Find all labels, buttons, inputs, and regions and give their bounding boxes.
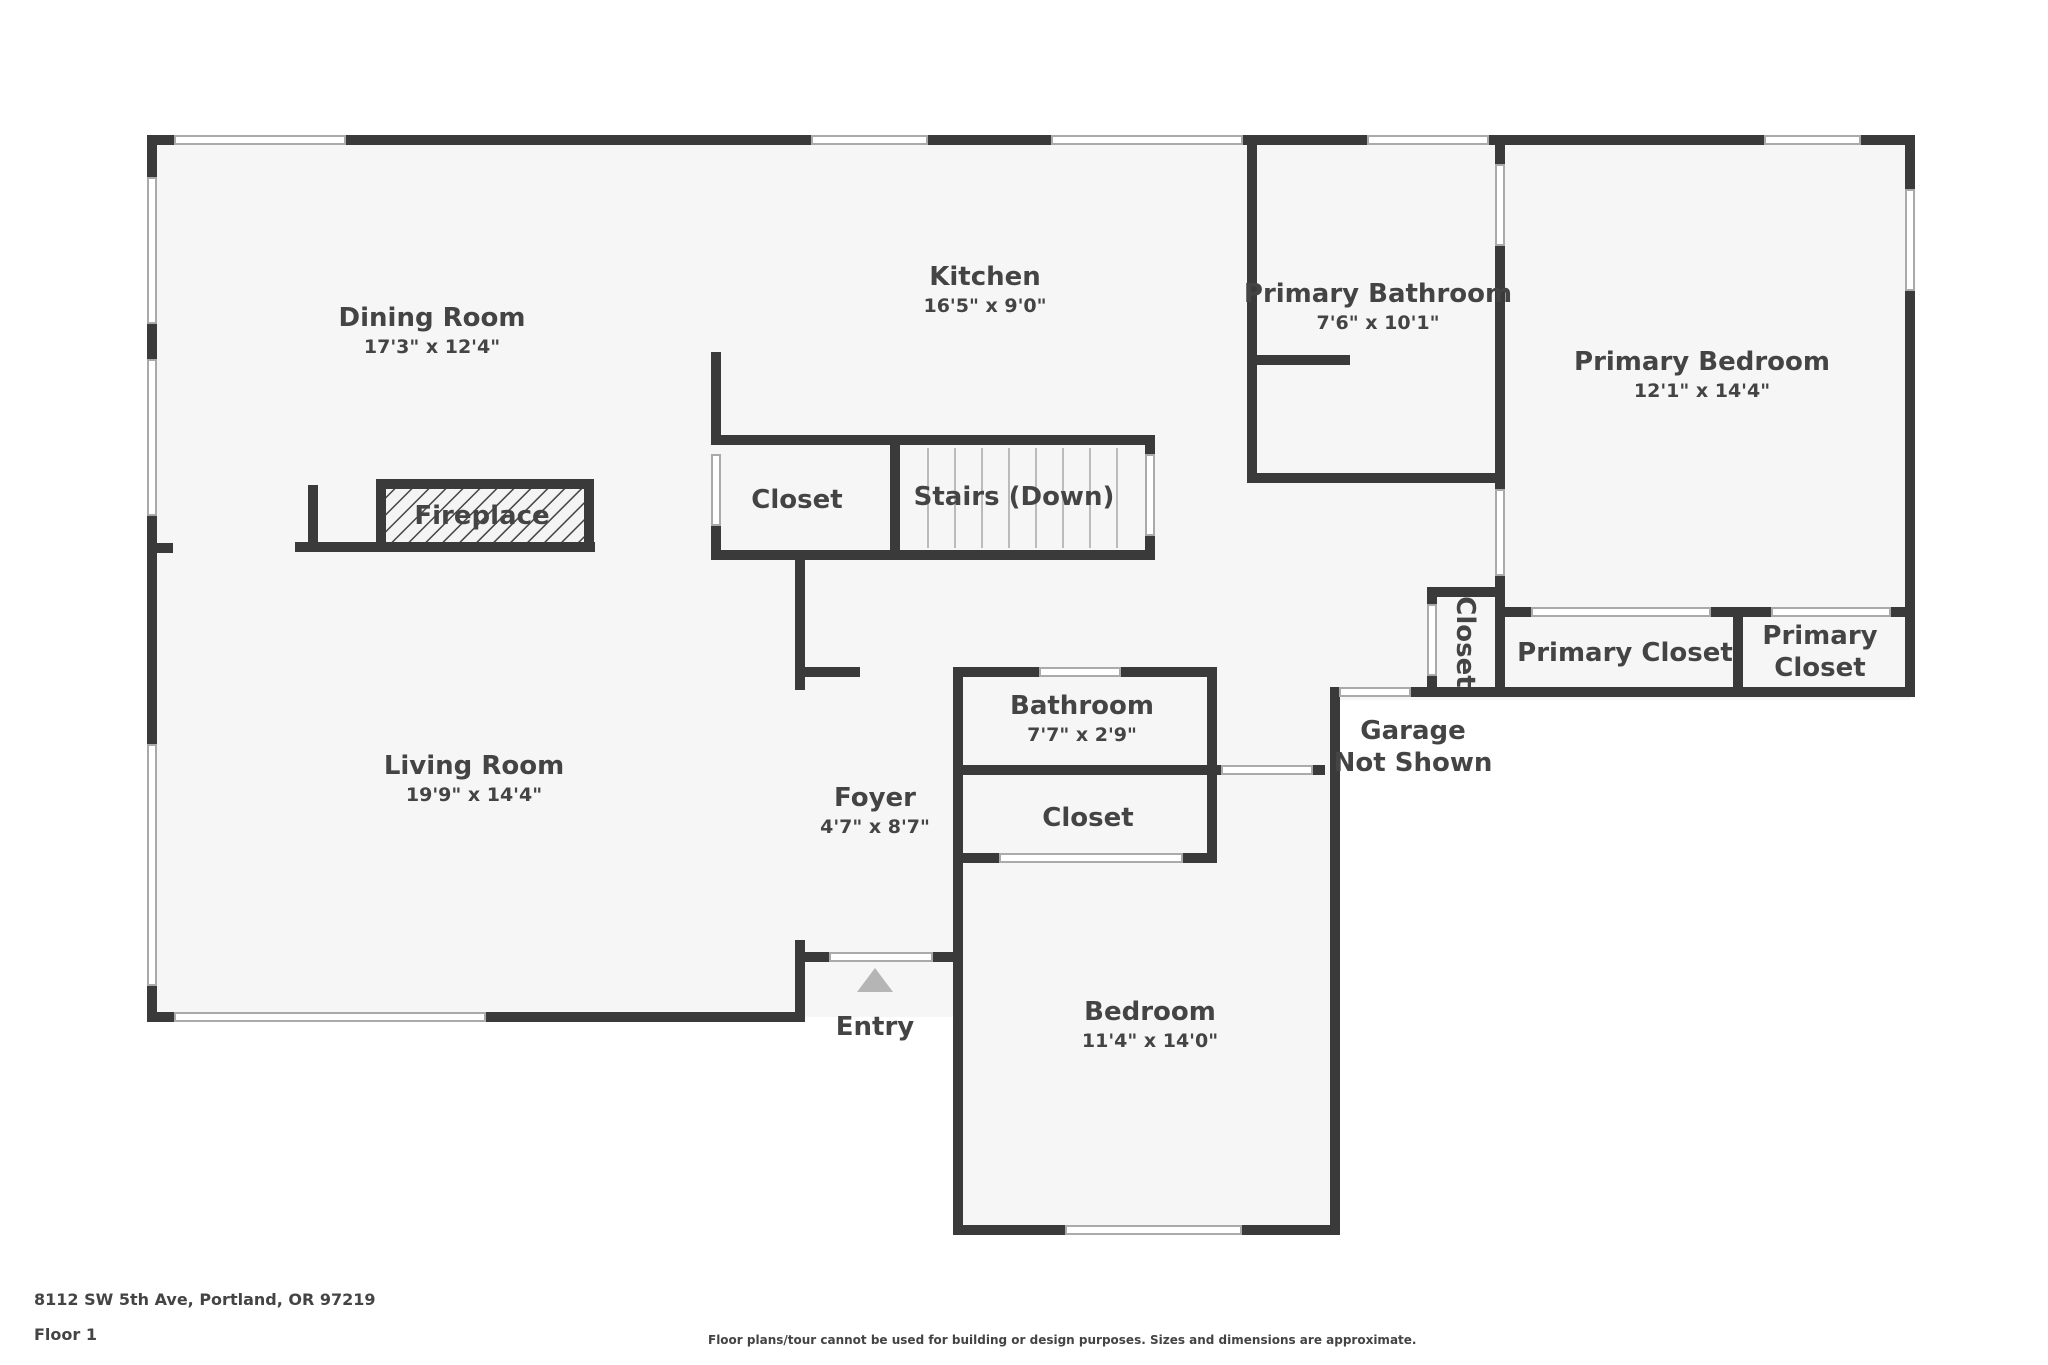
primary-bedroom-dim: 12'1" x 14'4"	[1634, 380, 1770, 402]
primary-closet-2-line1: Primary	[1762, 621, 1877, 651]
bathroom-dim: 7'7" x 2'9"	[1027, 724, 1137, 746]
entry-label: Entry	[836, 1012, 915, 1042]
kitchen-dim: 16'5" x 9'0"	[923, 295, 1046, 317]
dining-room-dim: 17'3" x 12'4"	[364, 336, 500, 358]
primary-bedroom-name: Primary Bedroom	[1574, 347, 1830, 377]
bathroom-name: Bathroom	[1010, 691, 1154, 721]
bedroom-name: Bedroom	[1084, 997, 1216, 1027]
primary-bathroom-dim: 7'6" x 10'1"	[1316, 312, 1439, 334]
stairs-label: Stairs (Down)	[914, 482, 1115, 512]
windows	[147, 135, 1915, 1235]
bedroom-dim: 11'4" x 14'0"	[1082, 1030, 1218, 1052]
primary-closet-2-line2: Closet	[1774, 653, 1865, 683]
kitchen-name: Kitchen	[929, 262, 1041, 292]
entry-arrow-icon	[857, 968, 893, 992]
floor-fill-2	[958, 672, 1334, 1228]
primary-closet-label: Primary Closet	[1517, 638, 1733, 668]
exterior-cutouts	[800, 700, 2048, 1365]
stairs	[927, 448, 1118, 548]
stairs-closet-label: Closet	[751, 485, 842, 515]
foyer-dim: 4'7" x 8'7"	[820, 816, 930, 838]
disclaimer: Floor plans/tour cannot be used for buil…	[708, 1333, 1417, 1347]
foyer-name: Foyer	[834, 783, 916, 813]
dining-room-name: Dining Room	[339, 303, 526, 333]
vertical-closet-label: Closet	[1450, 596, 1480, 687]
address: 8112 SW 5th Ave, Portland, OR 97219	[34, 1290, 376, 1309]
garage-label-line2: Not Shown	[1334, 748, 1493, 778]
fireplace-label: Fireplace	[414, 501, 549, 531]
fireplace	[376, 479, 594, 552]
floor-label: Floor 1	[34, 1325, 97, 1344]
living-room-name: Living Room	[384, 751, 564, 781]
primary-bathroom-name: Primary Bathroom	[1244, 279, 1512, 309]
living-room-dim: 19'9" x 14'4"	[406, 784, 542, 806]
garage-label-line1: Garage	[1360, 716, 1466, 746]
bathroom-closet-label: Closet	[1042, 803, 1133, 833]
